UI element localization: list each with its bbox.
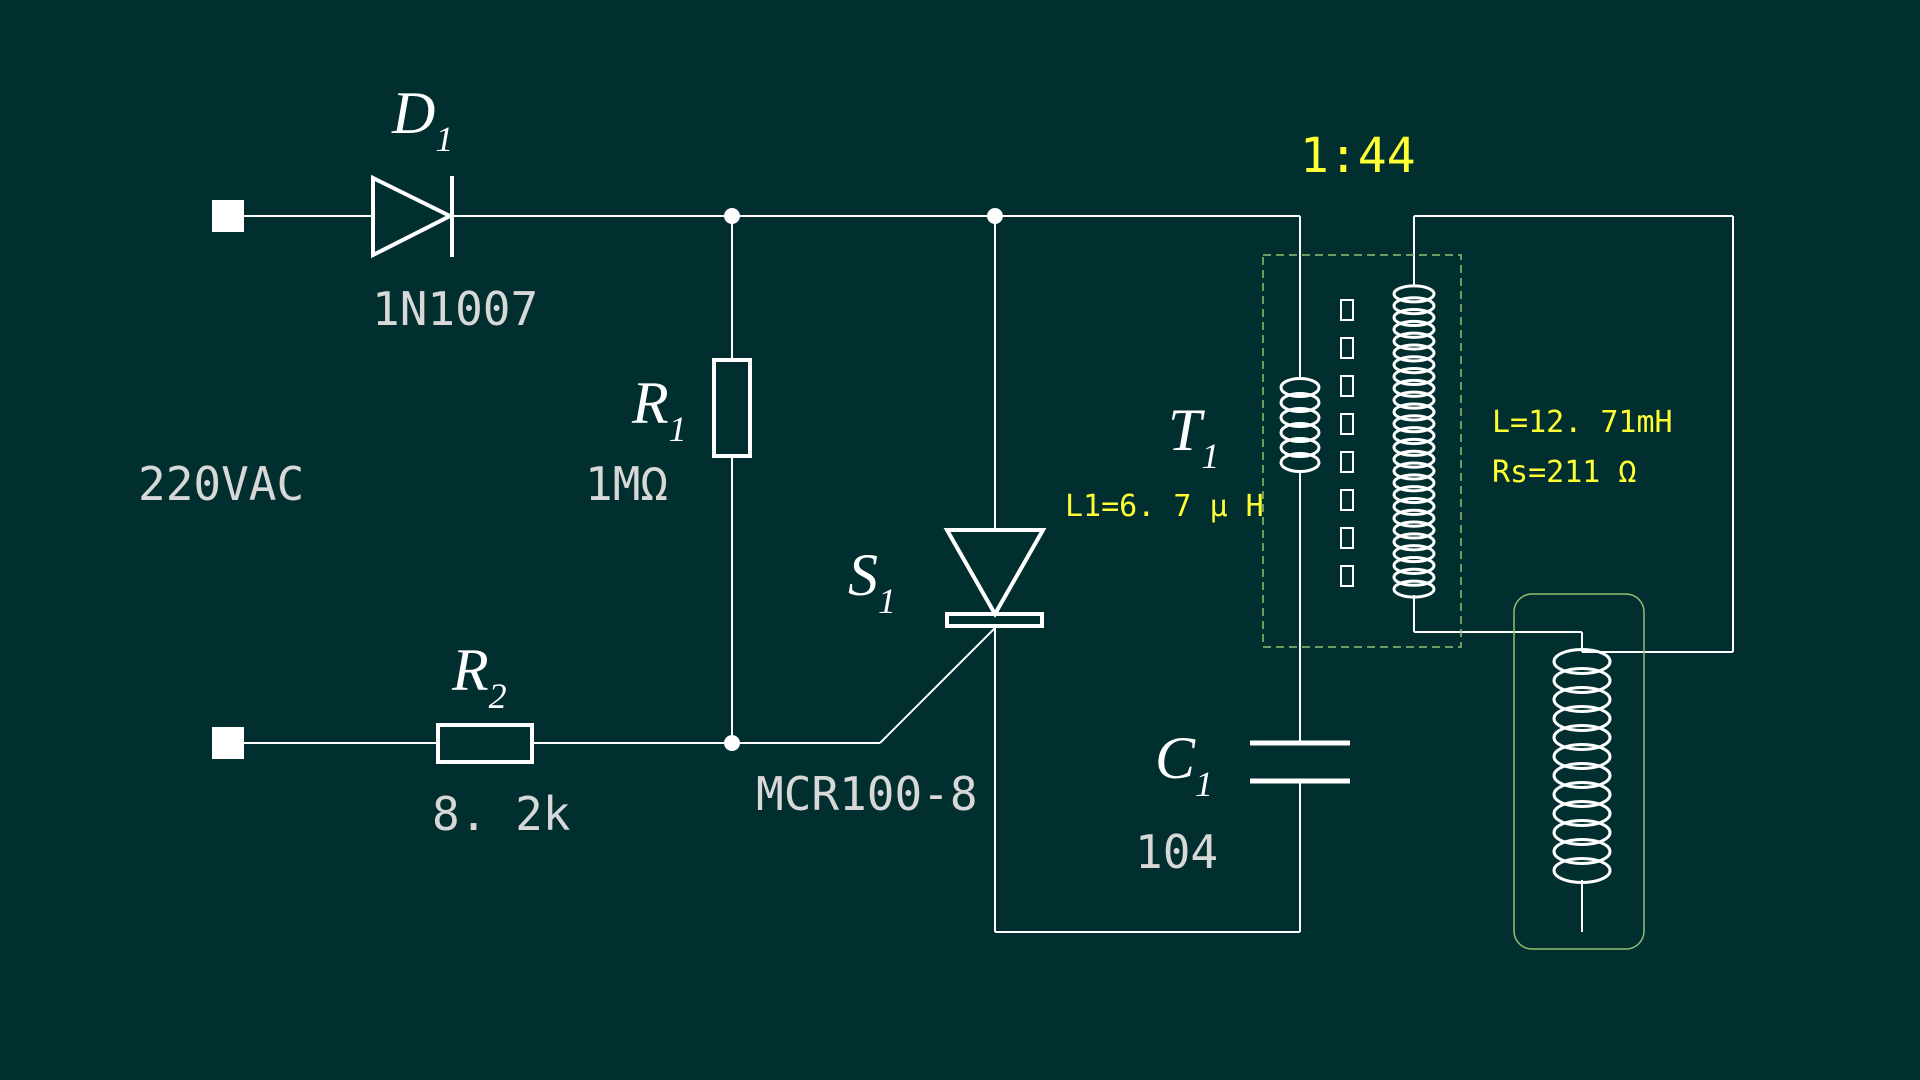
secondaryCoil-turn [1392, 485, 1436, 505]
secondaryCoil-turn [1392, 355, 1436, 375]
junction-scr-top [987, 208, 1003, 224]
secondaryCoil-turn [1392, 579, 1436, 599]
core-dash [1340, 565, 1354, 587]
outputCoil-turn [1552, 667, 1612, 694]
secondaryCoil-turn [1392, 555, 1436, 575]
core-dash [1340, 527, 1354, 549]
t1-secondary-l-label: L=12. 71mH [1492, 405, 1673, 440]
primaryCoil-turn [1279, 377, 1321, 398]
secondaryCoil-turn [1392, 496, 1436, 516]
primaryCoil-turn [1279, 422, 1321, 443]
junction-r1-top [724, 208, 740, 224]
core-dash [1340, 451, 1354, 473]
scr-s1 [943, 528, 1047, 628]
secondaryCoil-turn [1392, 331, 1436, 351]
secondaryCoil-turn [1392, 367, 1436, 387]
secondaryCoil-turn [1392, 437, 1436, 457]
capacitor-c1 [1250, 740, 1350, 784]
outputCoil-turn [1552, 781, 1612, 808]
secondaryCoil-turn [1392, 426, 1436, 446]
terminal-top [212, 200, 244, 232]
secondaryCoil-turn [1392, 319, 1436, 339]
secondaryCoil-turn [1392, 284, 1436, 304]
s1-designator: S1 [848, 542, 896, 621]
resistor-r2 [436, 723, 534, 764]
r1-designator: R1 [631, 370, 687, 449]
core-dash [1340, 299, 1354, 321]
output-coil-outline [1513, 593, 1645, 950]
secondaryCoil-turn [1392, 378, 1436, 398]
s1-part-label: MCR100-8 [756, 767, 978, 821]
outputCoil-turn [1552, 648, 1612, 675]
core-dash [1340, 337, 1354, 359]
secondaryCoil-turn [1392, 308, 1436, 328]
secondaryCoil-turn [1392, 414, 1436, 434]
primaryCoil-turn [1279, 392, 1321, 413]
primary-coil [1279, 377, 1321, 473]
core-dash [1340, 375, 1354, 397]
wire-gate [879, 627, 996, 744]
r2-value-label: 8. 2k [432, 787, 570, 841]
secondaryCoil-turn [1392, 343, 1436, 363]
secondaryCoil-turn [1392, 544, 1436, 564]
primaryCoil-turn [1279, 407, 1321, 428]
r2-designator: R2 [451, 637, 507, 716]
secondaryCoil-turn [1392, 449, 1436, 469]
resistor-r1 [712, 358, 752, 458]
secondaryCoil-turn [1392, 296, 1436, 316]
outputCoil-turn [1552, 762, 1612, 789]
output-coil [1552, 648, 1612, 884]
d1-part-label: 1N1007 [372, 282, 538, 336]
secondaryCoil-turn [1392, 461, 1436, 481]
junction-r1-bottom [724, 735, 740, 751]
secondary-coil [1392, 284, 1436, 599]
outputCoil-turn [1552, 819, 1612, 846]
outputCoil-turn [1552, 838, 1612, 865]
secondaryCoil-turn [1392, 402, 1436, 422]
core-dash [1340, 413, 1354, 435]
r1-value-label: 1MΩ [585, 457, 668, 511]
supply-label: 220VAC [138, 457, 304, 511]
transformer-core [1340, 299, 1354, 587]
wires [228, 215, 1734, 933]
secondaryCoil-turn [1392, 567, 1436, 587]
secondaryCoil-turn [1392, 520, 1436, 540]
secondaryCoil-turn [1392, 473, 1436, 493]
t1-designator: T1 [1168, 397, 1219, 476]
t1-secondary-rs-label: Rs=211 Ω [1492, 455, 1637, 490]
primaryCoil-turn [1279, 437, 1321, 458]
diode-d1 [371, 174, 455, 259]
terminal-bottom [212, 727, 244, 759]
outputCoil-turn [1552, 705, 1612, 732]
secondaryCoil-turn [1392, 532, 1436, 552]
core-dash [1340, 489, 1354, 511]
c1-value-label: 104 [1135, 825, 1218, 879]
t1-ratio-label: 1:44 [1300, 128, 1416, 184]
outputCoil-turn [1552, 686, 1612, 713]
c1-designator: C1 [1155, 725, 1213, 804]
outputCoil-turn [1552, 743, 1612, 770]
t1-primary-label: L1=6. 7 μ H [1065, 489, 1264, 524]
outputCoil-turn [1552, 857, 1612, 884]
primaryCoil-turn [1279, 452, 1321, 473]
secondaryCoil-turn [1392, 508, 1436, 528]
secondaryCoil-turn [1392, 390, 1436, 410]
outputCoil-turn [1552, 724, 1612, 751]
transformer-t1-outline [1262, 254, 1462, 648]
d1-designator: D1 [391, 80, 453, 159]
outputCoil-turn [1552, 800, 1612, 827]
